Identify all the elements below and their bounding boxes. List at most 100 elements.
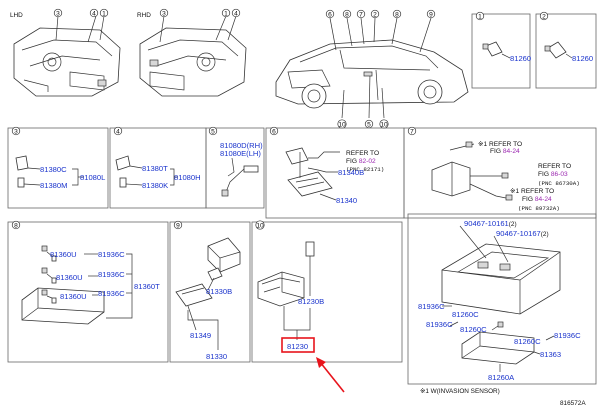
panel-9-lamp [175, 237, 241, 307]
part-81380K[interactable]: 81380K [142, 181, 168, 190]
ref7c-fig-link[interactable]: 84-24 [535, 196, 552, 203]
part-81360U-1[interactable]: 81360U [50, 250, 77, 259]
ref7b-pnc: (PNC 86730A) [538, 180, 580, 187]
part-81380M[interactable]: 81380M [40, 181, 67, 190]
part-81936C-3[interactable]: 81936C [98, 289, 125, 298]
car-callout-8b-label: 8 [395, 12, 399, 19]
ref7c-fig-line: FIG 84-24 [522, 196, 552, 203]
ref7b-text: REFER TO [538, 163, 571, 170]
panel-7-number [407, 126, 417, 136]
part-81080E[interactable]: 81080E(LH) [220, 149, 261, 158]
part-81080H[interactable]: 81080H [174, 173, 201, 182]
callout-4-rhd [231, 8, 241, 18]
panel-8-lamp-assembly [21, 245, 105, 325]
part-81230[interactable]: 81230 [287, 342, 308, 351]
panel-sensor-frame [407, 213, 597, 385]
panel-4-number-label: 4 [116, 129, 120, 136]
part-81380T[interactable]: 81380T [142, 164, 168, 173]
part-81936C-2[interactable]: 81936C [98, 270, 125, 279]
callout-3-rhd [159, 8, 169, 18]
part-81936C-5[interactable]: 81936C [426, 320, 453, 329]
ref6-fig-line: FIG 82-02 [346, 158, 376, 165]
car-callout-5-label: 5 [367, 122, 371, 129]
ref6-pnc: (PNC 82171) [346, 166, 384, 173]
panel-4-number [113, 126, 123, 136]
car-callout-2-label: 2 [373, 12, 377, 19]
part-81340B[interactable]: 81340B [338, 168, 364, 177]
car-callout-6-label: 6 [328, 12, 332, 19]
car-callout-8b [392, 9, 402, 19]
part-81360U-2[interactable]: 81360U [56, 273, 83, 282]
part-81260-panel2[interactable]: 81260 [572, 54, 593, 63]
car-callout-10-label: 10 [338, 122, 346, 129]
car-callout-7-label: 7 [359, 12, 363, 19]
part-90467-10167-qty: (2) [541, 231, 549, 238]
panel-1-frame [471, 13, 531, 89]
part-81330B[interactable]: 81330B [206, 287, 232, 296]
ref6-fig-link[interactable]: 82-02 [359, 158, 376, 165]
ref7b-fig-link[interactable]: 86-03 [551, 171, 568, 178]
callout-1 [99, 8, 109, 18]
part-81230B[interactable]: 81230B [298, 297, 324, 306]
panel-7-sensor-harness [431, 141, 513, 201]
part-90467-10161-number: 90467-10161 [464, 219, 509, 228]
panel-9-number [173, 220, 183, 230]
panel-6-number [269, 126, 279, 136]
part-90467-10167[interactable]: 90467-10167(2) [496, 229, 549, 238]
panel-2-number [539, 11, 549, 21]
callout-4-rhd-label: 4 [234, 11, 238, 18]
panel-7-number-label: 7 [410, 129, 414, 136]
part-81260C-3[interactable]: 81260C [514, 337, 541, 346]
part-81349[interactable]: 81349 [190, 331, 211, 340]
ref7a-fig-link[interactable]: 84-24 [503, 148, 520, 155]
part-81936C-4[interactable]: 81936C [418, 302, 445, 311]
part-81360T[interactable]: 81360T [134, 282, 160, 291]
panel-5-number-label: 5 [211, 129, 215, 136]
highlight-arrow [316, 357, 345, 393]
ref7a-text: ※1 REFER TO [478, 141, 522, 148]
lhd-dashboard-illustration [13, 15, 121, 97]
rhd-label: RHD [137, 12, 151, 19]
part-81260A[interactable]: 81260A [488, 373, 515, 382]
ref7a-fig-prefix: FIG [490, 148, 503, 155]
ref7b-fig-prefix: FIG [538, 171, 551, 178]
part-81936C-1[interactable]: 81936C [98, 250, 125, 259]
callout-1-rhd [221, 8, 231, 18]
car-illustration [275, 17, 469, 119]
panel-1-number-label: 1 [478, 14, 482, 21]
panel-10-number [255, 220, 265, 230]
part-81260C-2[interactable]: 81260C [460, 325, 487, 334]
ref7c-text: ※1 REFER TO [510, 188, 554, 195]
car-callout-10b-label: 10 [380, 122, 388, 129]
car-callout-9 [426, 9, 436, 19]
panel-7-frame [403, 127, 597, 219]
panel-10-frame [251, 221, 403, 363]
part-81080L[interactable]: 81080L [80, 173, 105, 182]
part-81330[interactable]: 81330 [206, 352, 227, 361]
car-callout-7 [356, 9, 366, 19]
callout-3-label: 3 [56, 11, 60, 18]
bulb-socket-2 [544, 41, 567, 59]
part-81260C-1[interactable]: 81260C [452, 310, 479, 319]
part-81360U-3[interactable]: 81360U [60, 292, 87, 301]
part-81363[interactable]: 81363 [540, 350, 561, 359]
callout-1-rhd-label: 1 [224, 11, 228, 18]
rhd-dashboard-illustration [139, 15, 247, 97]
panel-6-frame [265, 127, 405, 219]
panel-9-frame [169, 221, 251, 363]
part-81936C-6[interactable]: 81936C [554, 331, 581, 340]
callout-1-label: 1 [102, 11, 106, 18]
callout-4 [89, 8, 99, 18]
panel-3-socket [15, 155, 29, 188]
diagram-code: 816572A [560, 400, 586, 407]
ref7c-pnc: (PNC 89732A) [518, 205, 560, 212]
part-81080D[interactable]: 81080D(RH) [220, 141, 263, 150]
part-90467-10161[interactable]: 90467-10161(2) [464, 219, 517, 228]
part-90467-10161-qty: (2) [509, 221, 517, 228]
car-callout-6 [325, 9, 335, 19]
part-81380C[interactable]: 81380C [40, 165, 67, 174]
panel-1-number [475, 11, 485, 21]
part-81340[interactable]: 81340 [336, 196, 357, 205]
ref6-fig-prefix: FIG [346, 158, 359, 165]
part-81260-panel1[interactable]: 81260 [510, 54, 531, 63]
